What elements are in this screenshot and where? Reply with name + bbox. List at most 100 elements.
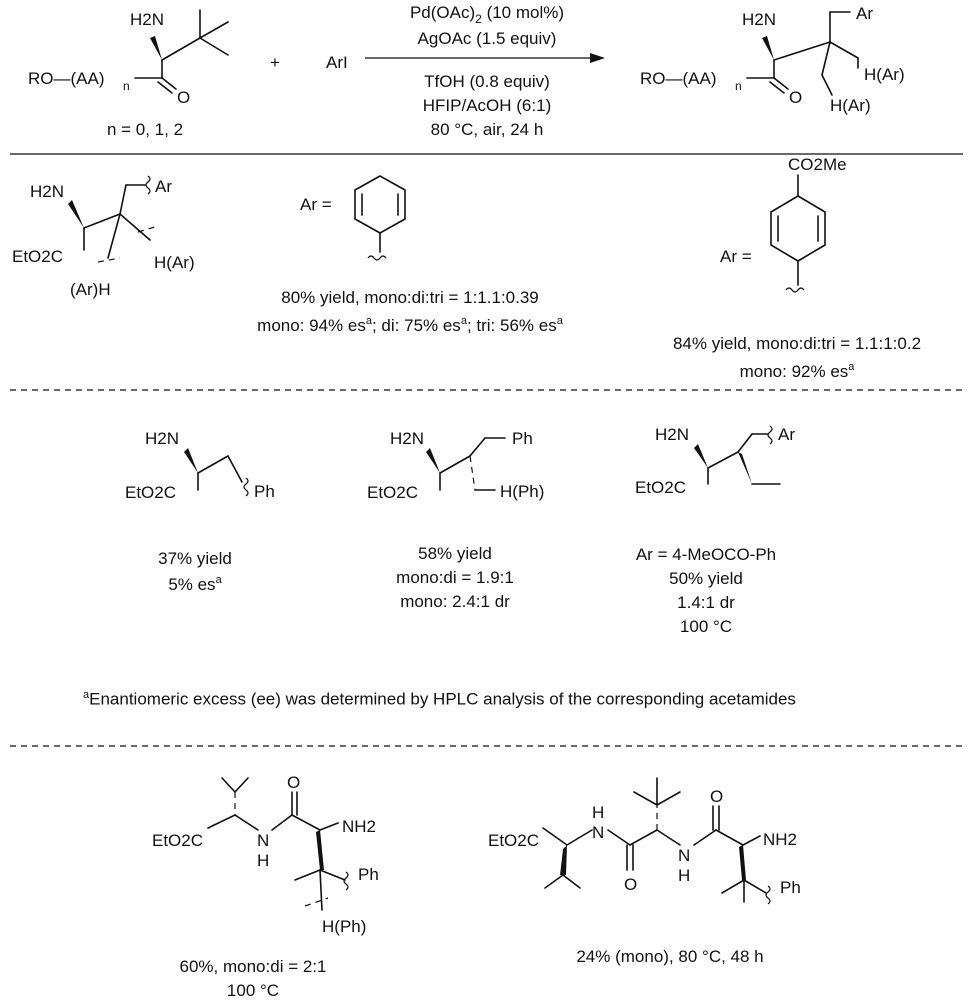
sm-co-bond [161, 77, 177, 90]
ex7-amine-label: NH2 [763, 830, 797, 849]
ex5-wedge-bond [694, 444, 708, 468]
ex3-bond [227, 455, 243, 483]
product-wedge-bond [762, 36, 774, 60]
product-carbonyl-label: O [789, 88, 802, 107]
ex6-wedge-bond [316, 830, 324, 870]
ex6-bond [319, 822, 339, 831]
sm-carbonyl-label: O [177, 88, 190, 107]
ex6-wavy-bond [343, 871, 349, 891]
ex7-n-label: N [592, 823, 604, 842]
ex1-wavy-bond [145, 175, 151, 195]
sm-ester-label: RO—(AA) [28, 69, 105, 88]
ex7-bond [742, 835, 761, 846]
ex1-cut-mark [137, 225, 159, 233]
ex6-phenyl-label: Ph [358, 865, 379, 884]
ex2-wavy-attachment [785, 287, 805, 293]
ex7-bond [633, 791, 658, 806]
sm-bond [199, 37, 229, 56]
ex3-wedge-bond [184, 448, 198, 473]
ex7-wedge-bond [560, 845, 567, 875]
ex5-ester-label: EtO2C [635, 478, 686, 497]
product-har-label: H(Ar) [864, 65, 905, 84]
ex2-es: mono: 92% esa [740, 361, 856, 381]
starting-material: H2N RO—(AA) n O n = 0, 1, 2 [28, 9, 229, 139]
ex7-bond [566, 829, 593, 846]
condition-temperature: 80 °C, air, 24 h [431, 120, 544, 139]
example-1-structure: H2N Ar H(Ar) (Ar)H EtO2C [12, 175, 195, 299]
example-2-aryl: CO2Me Ar = [720, 155, 847, 293]
ex3-amine-label: H2N [145, 429, 179, 448]
ex7-bond [721, 879, 745, 894]
product-ester-label: RO—(AA) [640, 69, 717, 88]
ex3-es: 5% esa [168, 574, 222, 594]
example-4-structure: H2N Ph H(Ph) EtO2C [367, 429, 544, 502]
sm-bond [199, 21, 229, 39]
ex5-bond [737, 433, 753, 453]
product-bond [773, 41, 831, 61]
product-bond [821, 41, 831, 76]
ex4-wedge-bond [426, 448, 440, 473]
ex3-phenyl-label: Ph [254, 482, 275, 501]
ex7-bond [743, 879, 767, 894]
ex2-benzene-ring [770, 195, 826, 262]
ex7-bond [562, 874, 581, 889]
reaction-arrow [365, 53, 605, 63]
ex2-yield: 84% yield, mono:di:tri = 1.1:1:0.2 [673, 334, 921, 353]
ex1-arh-label: (Ar)H [70, 280, 111, 299]
condition-solvent: HFIP/AcOH (6:1) [423, 96, 551, 115]
ex1-es: mono: 94% esa; di: 75% esa; tri: 56% esa [257, 315, 564, 335]
ex5-amine-label: H2N [655, 425, 689, 444]
product-bond [829, 41, 859, 59]
ex6-carbonyl-label: O [287, 773, 300, 792]
ex7-yield: 24% (mono), 80 °C, 48 h [576, 947, 763, 966]
ex6-bond [207, 814, 236, 829]
ex4-phenyl-label: Ph [512, 429, 533, 448]
ex1-aryl-label: Ar [155, 177, 172, 196]
sm-bond [161, 37, 201, 61]
ex6-bond [271, 814, 293, 831]
product-bond [821, 74, 833, 96]
ex6-bond [234, 814, 259, 831]
ex4-dr: mono: 2.4:1 dr [400, 592, 510, 611]
ex6-h-label: H [257, 851, 269, 870]
sm-wedge-bond [150, 36, 162, 60]
sm-amine-label: H2N [130, 10, 164, 29]
ex5-dr: 1.4:1 dr [677, 593, 735, 612]
ex4-hph-label: H(Ph) [500, 482, 544, 501]
product: H2N Ar H(Ar) H(Ar) RO—(AA) n O [640, 4, 905, 115]
ex6-bond [319, 869, 346, 881]
example-7-structure: EtO2C H N O N H O NH2 Ph [488, 777, 801, 905]
ex7-carbonyl-label: O [624, 875, 637, 894]
ex2-ester-label: CO2Me [788, 155, 847, 174]
ex7-bond [656, 791, 681, 806]
product-subscript: n [735, 79, 742, 93]
ex6-bond [221, 777, 236, 793]
product-amine-label: H2N [742, 10, 776, 29]
ex5-bond [707, 451, 739, 469]
ex3-wavy-bond [243, 477, 249, 497]
ex6-bond [291, 814, 321, 831]
ex1-amine-label: H2N [30, 182, 64, 201]
n-values-label: n = 0, 1, 2 [107, 120, 183, 139]
footnote: aEnantiomeric excess (ee) was determined… [83, 680, 923, 715]
product-co-bond [769, 81, 785, 94]
ex5-yield: 50% yield [669, 569, 743, 588]
ex1-har-label: H(Ar) [154, 253, 195, 272]
ex1-cut-mark [97, 257, 121, 263]
ex4-bond [439, 455, 471, 474]
example-6-structure: EtO2C N H O NH2 Ph H(Ph) [152, 773, 379, 936]
ex7-bond [629, 829, 658, 846]
ex3-yield: 37% yield [158, 549, 232, 568]
ex7-bond [542, 827, 568, 846]
ex7-bond [715, 829, 744, 846]
ex1-bond [119, 184, 127, 215]
ex7-n-label: N [678, 846, 690, 865]
product-co-bond [773, 77, 789, 90]
sm-subscript: n [123, 79, 130, 93]
reagent-label: ArI [326, 53, 348, 72]
ex4-ratio: mono:di = 1.9:1 [396, 568, 514, 587]
product-har-label: H(Ar) [830, 96, 871, 115]
ex7-bond [544, 874, 564, 889]
ex7-h-label: H [678, 866, 690, 885]
